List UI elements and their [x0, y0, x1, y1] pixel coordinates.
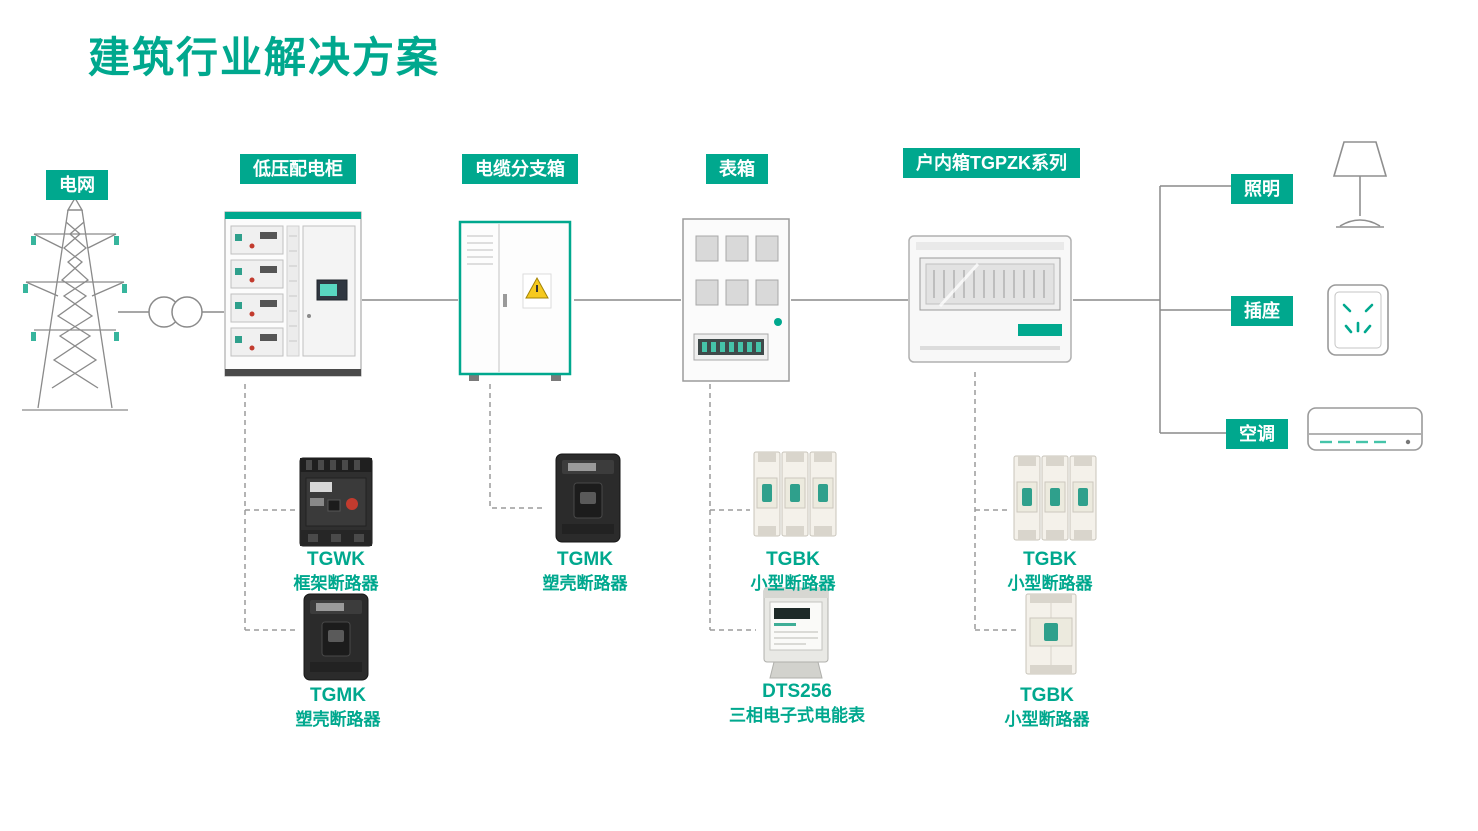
lighting-label: 照明 — [1231, 174, 1293, 204]
product-caption-tgbk-1: TGBK 小型断路器 — [703, 548, 883, 595]
power-tower-illustration — [22, 196, 128, 411]
air-conditioner-icon — [1307, 407, 1423, 451]
indoor-box-illustration — [908, 235, 1072, 363]
dts256-energy-meter-image — [763, 587, 829, 679]
tgmk-molded-breaker-image-2 — [303, 593, 369, 681]
product-name: 框架断路器 — [293, 573, 379, 593]
product-caption-tgwk: TGWK 框架断路器 — [246, 548, 426, 595]
aircon-label: 空调 — [1226, 419, 1288, 449]
product-name: 塑壳断路器 — [542, 573, 628, 593]
product-model: TGWK — [306, 549, 366, 570]
product-name: 小型断路器 — [1007, 573, 1093, 593]
socket-icon — [1327, 284, 1389, 356]
product-caption-tgmk-2: TGMK 塑壳断路器 — [248, 684, 428, 731]
lv-cabinet-label: 低压配电柜 — [240, 154, 356, 184]
product-callout-lines — [244, 372, 1018, 631]
page-title: 建筑行业解决方案 — [88, 34, 441, 81]
lamp-icon — [1332, 141, 1388, 228]
product-model: TGBK — [1020, 685, 1074, 706]
product-name: 塑壳断路器 — [295, 709, 381, 729]
product-caption-tgbk-3: TGBK 小型断路器 — [957, 684, 1137, 731]
tgbk-mcb-image-2 — [1013, 455, 1097, 541]
product-model: TGMK — [557, 549, 613, 570]
grid-label: 电网 — [46, 170, 108, 200]
product-caption-dts256: DTS256 三相电子式电能表 — [707, 680, 887, 727]
lv-cabinet-illustration — [224, 211, 362, 377]
transformer-symbol — [148, 296, 203, 328]
cable-branch-box-illustration — [458, 220, 572, 381]
tgbk-mcb-image-3 — [1025, 593, 1077, 675]
product-name: 小型断路器 — [750, 573, 836, 593]
branch-box-label: 电缆分支箱 — [462, 154, 578, 184]
product-name: 小型断路器 — [1004, 709, 1090, 729]
product-caption-tgmk-1: TGMK 塑壳断路器 — [495, 548, 675, 595]
indoor-box-label: 户内箱TGPZK系列 — [903, 148, 1080, 178]
meter-box-label: 表箱 — [706, 154, 768, 184]
product-model: DTS256 — [762, 681, 832, 702]
product-name: 三相电子式电能表 — [729, 705, 865, 725]
tgbk-mcb-image-1 — [753, 451, 837, 537]
tgwk-frame-breaker-image — [299, 457, 373, 547]
product-model: TGBK — [766, 549, 820, 570]
product-model: TGMK — [310, 685, 366, 706]
tgmk-molded-breaker-image-1 — [555, 453, 621, 543]
product-model: TGBK — [1023, 549, 1077, 570]
product-caption-tgbk-2: TGBK 小型断路器 — [960, 548, 1140, 595]
meter-box-illustration — [682, 218, 790, 382]
socket-label: 插座 — [1231, 296, 1293, 326]
